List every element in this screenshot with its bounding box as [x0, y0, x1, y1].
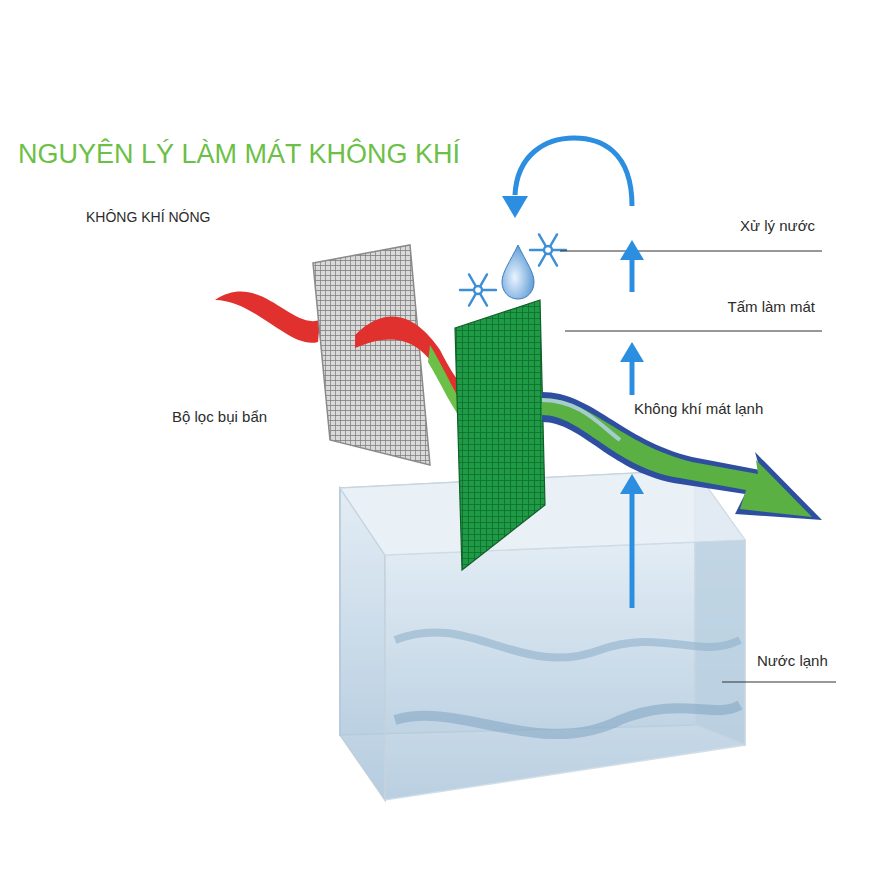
hot-air-flow [215, 292, 320, 343]
part-label: Bộ lọc bụi bẩn [172, 408, 267, 426]
diagram-title: NGUYÊN LÝ LÀM MÁT KHÔNG KHÍ [18, 138, 460, 170]
air-label: KHÔNG KHÍ NÓNG [86, 209, 210, 226]
snowflake-icon [460, 234, 566, 305]
water-tank [340, 470, 745, 800]
cool-air-flow [542, 392, 822, 520]
leader-line [560, 251, 836, 682]
part-label: Xử lý nước [740, 217, 815, 235]
cool-air-flow [542, 398, 812, 517]
part-label: Tấm làm mát [727, 298, 815, 316]
cooling-pad [455, 300, 545, 570]
flow-arrow [502, 138, 644, 608]
dust-filter [313, 245, 430, 465]
hot-air-flow [355, 316, 470, 430]
air-label: Không khí mát lạnh [634, 400, 763, 418]
water-droplet [502, 245, 534, 299]
part-label: Nước lạnh [757, 652, 828, 670]
